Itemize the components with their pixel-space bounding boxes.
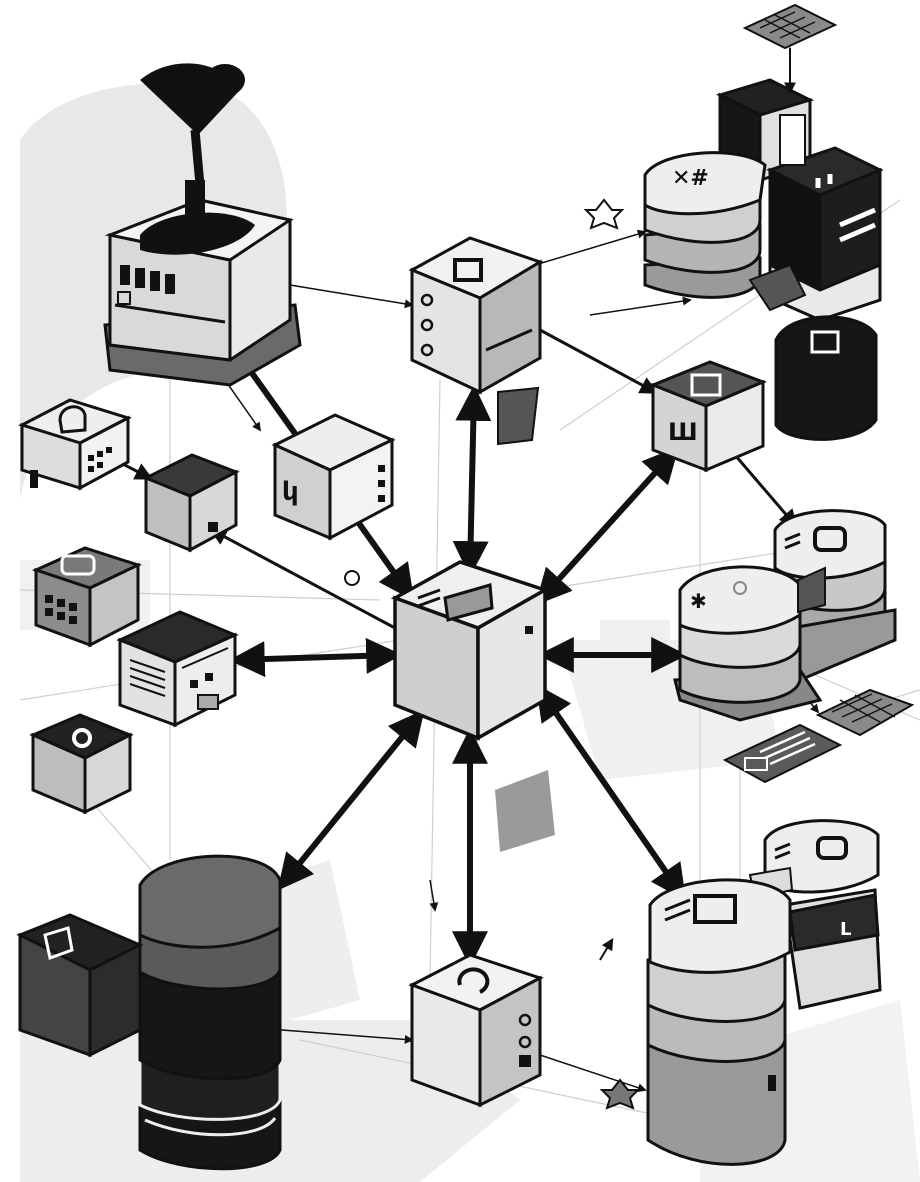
connection-top-left-device-to-top-center-cube xyxy=(289,284,414,309)
vent-icon xyxy=(129,647,229,697)
ring-mark xyxy=(344,570,360,586)
bottom-left-edge-block[interactable] xyxy=(16,913,144,1058)
panel-icon xyxy=(664,894,737,924)
connection-bottom-center-cube-to-bottom-right-tower xyxy=(539,1054,647,1092)
connection-central-hub-to-top-center-cube xyxy=(452,384,492,578)
square-icon xyxy=(690,373,722,397)
lines-icon xyxy=(759,730,816,766)
connection-central-hub-to-left-small-cube xyxy=(208,528,397,630)
left-small-cube[interactable] xyxy=(142,453,240,553)
plug-icon xyxy=(58,405,87,434)
flag-mark-2 xyxy=(495,770,555,852)
connection-central-hub-to-bottom-left-tower xyxy=(277,709,425,891)
square-icon xyxy=(816,836,848,860)
dot-icon xyxy=(208,522,218,532)
chip-right xyxy=(815,688,915,737)
lamp xyxy=(140,63,245,186)
right-small-cube[interactable]: Ш xyxy=(648,360,768,473)
connection-bottom-left-tower-to-bottom-center-cube xyxy=(281,1029,414,1044)
top-right-stack[interactable]: ✕# xyxy=(643,151,767,299)
top-center-cube[interactable] xyxy=(408,236,544,395)
ring-icon xyxy=(72,728,92,748)
connection-right-small-cube-to-right-upper-stack xyxy=(733,453,798,528)
star-icon: ✱ xyxy=(690,589,707,613)
cycle-icon xyxy=(457,967,490,994)
hash-icon: ✕# xyxy=(672,166,709,191)
square-icon xyxy=(813,526,847,552)
star-mark-1 xyxy=(583,198,625,230)
connection-central-hub-to-right-small-cube xyxy=(535,446,679,606)
right-middle-stack[interactable]: ✱ xyxy=(673,565,826,722)
svg-text:L: L xyxy=(840,919,851,940)
connection-central-hub-to-left-vented-box xyxy=(228,637,403,678)
bottom-right-tower[interactable] xyxy=(646,878,792,1166)
top-left-device[interactable] xyxy=(103,180,302,387)
panel-icon xyxy=(417,583,494,622)
slots-icon xyxy=(120,265,175,294)
left-middle-cube[interactable]: կ xyxy=(271,413,396,541)
panel-right xyxy=(722,723,843,784)
left-dark-block[interactable] xyxy=(29,713,134,815)
square-icon xyxy=(453,258,483,282)
top-right-tower[interactable] xyxy=(715,78,884,322)
svg-text:Ш: Ш xyxy=(668,418,698,446)
chip-top xyxy=(742,3,838,95)
bottom-left-tower[interactable] xyxy=(138,854,282,1171)
connection-top-center-cube-to-top-right-stack xyxy=(524,229,647,269)
flag-mark-1 xyxy=(497,386,540,446)
star-mark-2 xyxy=(599,1078,641,1110)
square-icon xyxy=(43,926,74,960)
connection-central-hub-to-bottom-right-tower xyxy=(535,684,687,901)
glyph-icon: կ xyxy=(282,477,299,507)
stripes-icon xyxy=(815,174,876,243)
decor-marks xyxy=(224,198,692,1110)
right-black-cylinder[interactable] xyxy=(748,263,878,441)
square-icon xyxy=(810,330,840,354)
left-router[interactable] xyxy=(18,398,132,491)
bottom-center-cube[interactable] xyxy=(408,953,544,1108)
connection-top-center-cube-to-right-small-cube xyxy=(538,328,659,394)
grid-icon xyxy=(45,595,77,624)
central-hub[interactable] xyxy=(390,560,550,742)
left-grid-box[interactable] xyxy=(31,546,143,648)
left-vented-box[interactable] xyxy=(116,610,239,728)
